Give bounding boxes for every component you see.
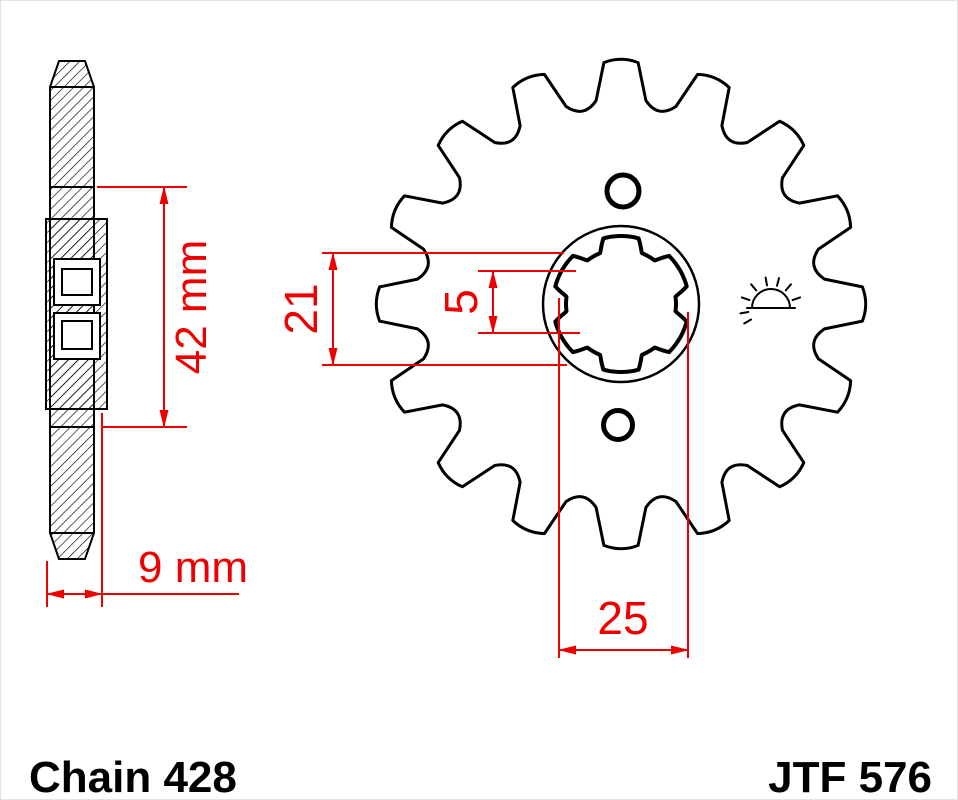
spline-key-upper [61,268,93,296]
dim-hub-length-label: 42 mm [167,240,216,374]
dim-hub-length: 42 mm [97,186,216,428]
spline-key-lower [61,320,93,350]
chain-size-label: Chain 428 [29,753,237,800]
dim-spline-outer-diameter-label: 25 [597,592,648,644]
lightening-hole-bottom [601,408,635,442]
front-view [374,57,868,551]
dim-spline-depth-label: 5 [435,289,487,315]
dim-bore-diameter-label: 21 [275,283,327,334]
side-view [45,60,108,560]
part-number-label: JTF 576 [768,753,932,800]
dim-hub-offset: 9 mm [46,413,248,607]
dim-hub-offset-label: 9 mm [138,543,248,592]
spline-bore [553,234,689,374]
dim-spline-outer-diameter: 25 [558,298,689,658]
lightening-hole-top [604,172,642,210]
dim-spline-depth: 5 [435,270,580,334]
hub-circle [541,224,701,384]
dimension-annotations: 42 mm 9 mm 21 5 25 [46,186,689,658]
sun-logo-icon [739,276,802,325]
dim-bore-diameter: 21 [275,252,567,366]
